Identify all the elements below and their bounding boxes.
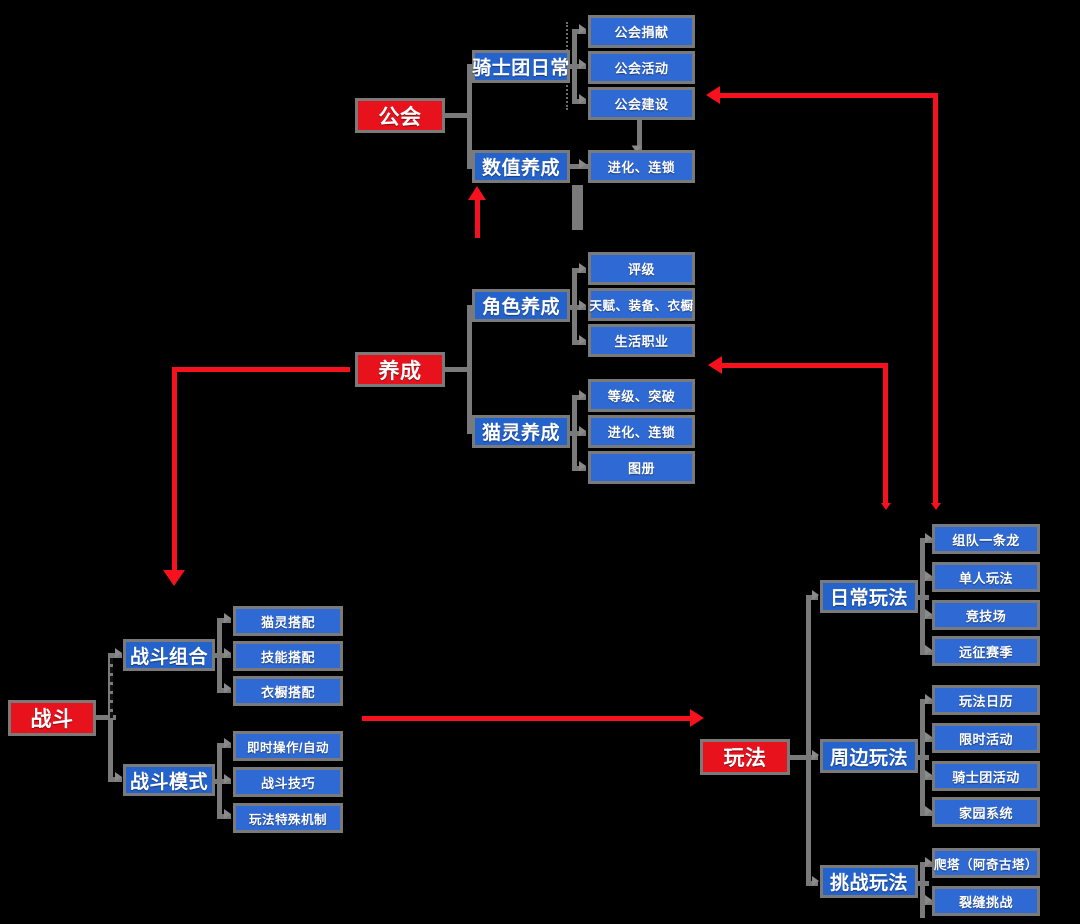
connector	[920, 699, 925, 813]
connector	[467, 307, 472, 433]
connector	[574, 185, 583, 230]
connector	[920, 538, 925, 652]
arrow-icon	[224, 648, 231, 658]
crosslink-line	[172, 367, 350, 372]
arrow-icon	[925, 895, 932, 905]
crosslink-line	[722, 363, 887, 368]
root-node-cultivation[interactable]: 养成	[355, 352, 445, 387]
leaf-node[interactable]: 竞技场	[932, 600, 1040, 630]
connector	[920, 862, 925, 918]
leaf-node[interactable]: 远征赛季	[932, 636, 1040, 666]
arrow-icon	[925, 645, 932, 655]
connector	[445, 367, 472, 372]
crosslink-line	[720, 93, 938, 98]
mid-node-character-growth[interactable]: 角色养成	[472, 289, 570, 322]
leaf-node[interactable]: 猫灵搭配	[233, 606, 343, 636]
leaf-node[interactable]: 玩法日历	[932, 685, 1040, 715]
mid-node-combat-mode[interactable]: 战斗模式	[123, 764, 215, 796]
leaf-node[interactable]: 骑士团活动	[932, 761, 1040, 791]
leaf-node[interactable]: 即时操作/自动	[233, 731, 343, 761]
leaf-node[interactable]: 家园系统	[932, 797, 1040, 827]
arrow-icon	[579, 94, 586, 104]
arrow-icon	[925, 571, 932, 581]
arrow-icon	[579, 159, 586, 169]
arrow-icon	[224, 774, 231, 784]
connector	[790, 755, 815, 760]
root-node-guild[interactable]: 公会	[355, 98, 445, 133]
leaf-node[interactable]: 裂缝挑战	[932, 886, 1040, 916]
leaf-node[interactable]: 技能搭配	[233, 641, 343, 671]
connector	[572, 268, 577, 340]
leaf-node[interactable]: 进化、连锁	[588, 150, 695, 183]
leaf-node[interactable]: 公会捐献	[588, 15, 695, 48]
arrow-icon	[579, 263, 586, 273]
leaf-node[interactable]: 组队一条龙	[932, 524, 1040, 554]
arrow-icon	[812, 750, 819, 760]
mid-node-cat-growth[interactable]: 猫灵养成	[472, 415, 570, 448]
mid-node-daily-play[interactable]: 日常玩法	[820, 580, 918, 613]
root-node-combat[interactable]: 战斗	[8, 700, 96, 736]
leaf-node[interactable]: 爬塔（阿奇古塔）	[932, 848, 1040, 878]
arrow-icon	[925, 694, 932, 704]
mid-node-knight-daily[interactable]: 骑士团日常	[472, 50, 570, 83]
arrow-icon	[579, 390, 586, 400]
arrow-icon	[224, 809, 231, 819]
leaf-node[interactable]: 公会建设	[588, 87, 695, 120]
connector	[467, 66, 472, 168]
crosslink-arrow-icon	[468, 186, 486, 200]
leaf-node[interactable]: 限时活动	[932, 723, 1040, 753]
arrow-icon	[115, 648, 122, 658]
crosslink-arrow-icon	[706, 86, 720, 104]
arrow-icon	[224, 613, 231, 623]
arrow-icon	[224, 683, 231, 693]
leaf-node[interactable]: 公会活动	[588, 51, 695, 84]
crosslink-line	[475, 198, 480, 238]
arrow-icon	[925, 609, 932, 619]
root-node-gameplay[interactable]: 玩法	[700, 739, 790, 775]
arrow-icon	[925, 857, 932, 867]
arrow-icon	[925, 533, 932, 543]
leaf-node[interactable]: 玩法特殊机制	[233, 803, 343, 833]
crosslink-line	[172, 367, 177, 572]
arrow-icon	[579, 300, 586, 310]
leaf-node[interactable]: 等级、突破	[588, 379, 695, 412]
crosslink-line	[933, 93, 938, 505]
arrow-icon	[812, 876, 819, 886]
crosslink-line	[883, 363, 888, 505]
leaf-node[interactable]: 衣橱搭配	[233, 676, 343, 706]
arrow-icon	[925, 806, 932, 816]
crosslink-line	[362, 716, 692, 721]
crosslink-arrow-icon	[881, 503, 891, 510]
connector-dashed	[110, 658, 113, 718]
mid-node-numeric-growth[interactable]: 数值养成	[472, 150, 570, 183]
leaf-node[interactable]: 天赋、装备、衣橱	[588, 288, 695, 321]
arrow-icon	[115, 772, 122, 782]
arrow-icon	[224, 738, 231, 748]
connector	[806, 597, 811, 883]
leaf-node[interactable]: 单人玩法	[932, 562, 1040, 592]
leaf-node[interactable]: 战斗技巧	[233, 767, 343, 797]
leaf-node[interactable]: 生活职业	[588, 324, 695, 357]
arrow-icon	[579, 24, 586, 34]
connector	[96, 715, 116, 720]
arrow-icon	[579, 461, 586, 471]
leaf-node[interactable]: 图册	[588, 451, 695, 484]
leaf-node[interactable]: 评级	[588, 252, 695, 285]
arrow-icon	[579, 426, 586, 436]
crosslink-arrow-icon	[931, 503, 941, 510]
mid-node-challenge-play[interactable]: 挑战玩法	[820, 865, 918, 898]
connector	[445, 113, 472, 118]
arrow-icon	[925, 732, 932, 742]
crosslink-arrow-icon	[708, 356, 722, 374]
arrow-icon	[812, 590, 819, 600]
mid-node-combat-combo[interactable]: 战斗组合	[123, 639, 215, 671]
leaf-node[interactable]: 进化、连锁	[588, 415, 695, 448]
arrow-icon	[579, 59, 586, 69]
crosslink-arrow-icon	[690, 709, 704, 727]
crosslink-arrow-icon	[163, 570, 185, 586]
arrow-icon	[925, 770, 932, 780]
connector	[637, 120, 642, 150]
arrow-icon	[579, 335, 586, 345]
mid-node-side-play[interactable]: 周边玩法	[820, 739, 918, 773]
